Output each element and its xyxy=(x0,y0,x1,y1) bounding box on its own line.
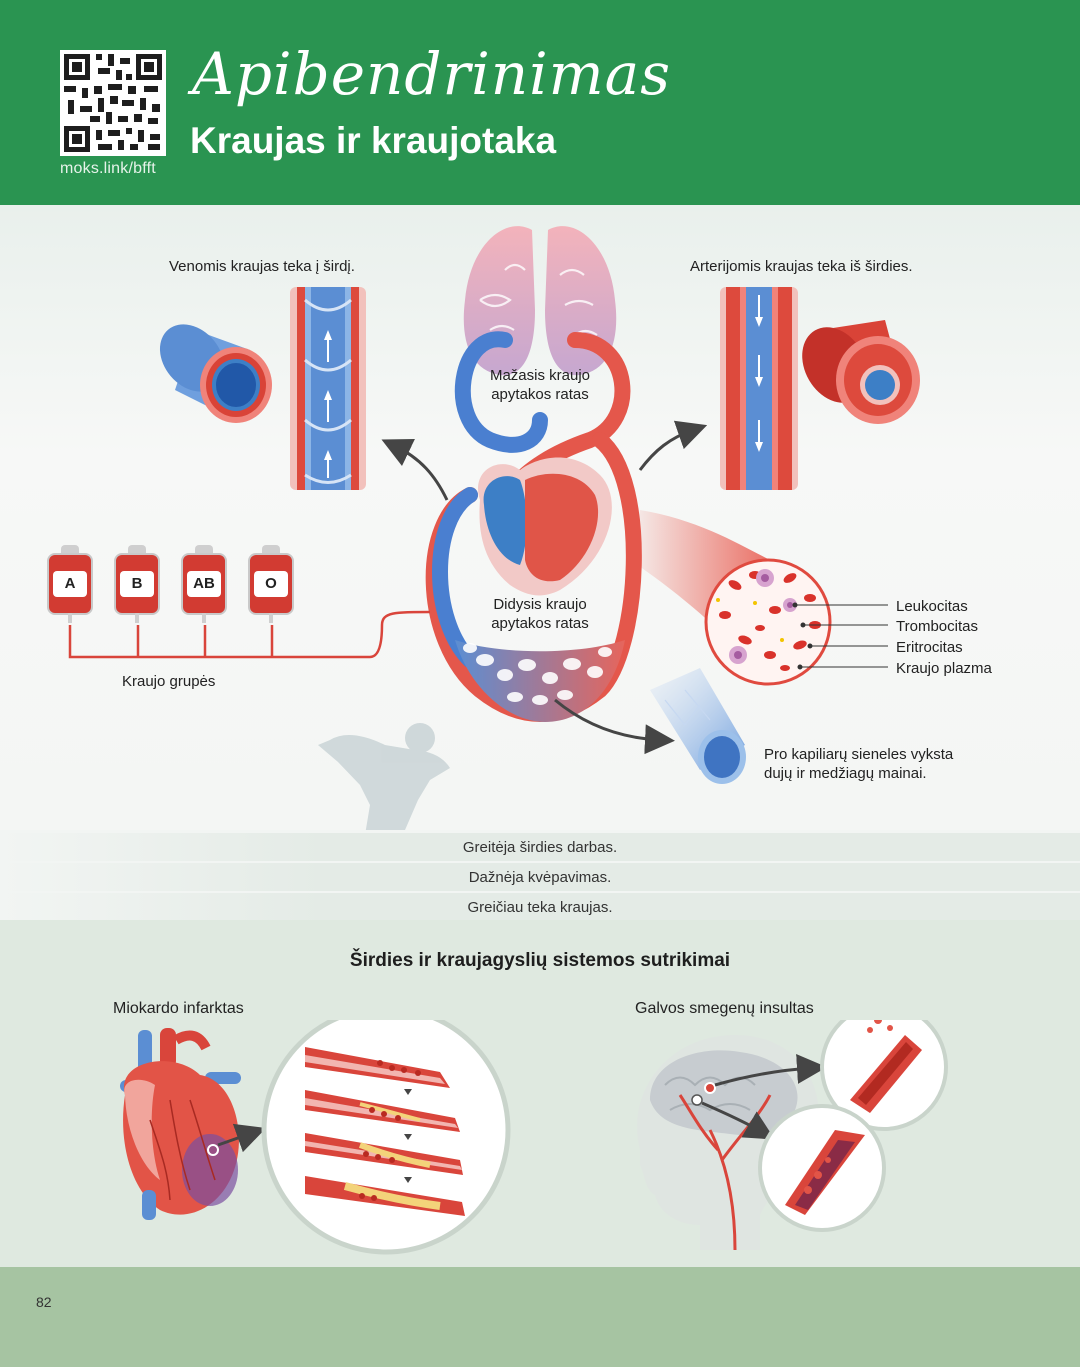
page-number: 82 xyxy=(36,1294,52,1310)
vein-longitudinal-section xyxy=(290,287,366,490)
page-subtitle: Kraujas ir kraujotaka xyxy=(190,120,557,161)
systemic-circulation-label: Didysis kraujo apytakos ratas xyxy=(470,595,610,633)
leukocyte-label: Leukocitas xyxy=(896,598,968,615)
circulation-illustration xyxy=(68,226,920,830)
systemic-label-line: apytakos ratas xyxy=(491,615,589,632)
lungs xyxy=(463,226,617,376)
veins-label: Venomis kraujas teka į širdį. xyxy=(169,258,355,275)
blood-component-leaders xyxy=(792,602,888,670)
erythrocyte-label: Eritrocitas xyxy=(896,639,963,656)
vein-cross-section xyxy=(159,324,272,423)
disorders-title: Širdies ir kraujagyslių sistemos sutriki… xyxy=(349,950,731,971)
pulmonary-label-line: Mažasis kraujo xyxy=(489,367,591,384)
stroke-label: Galvos smegenų insultas xyxy=(635,1000,814,1017)
qr-code-icon[interactable] xyxy=(60,50,166,156)
thrombocyte-label: Trombocitas xyxy=(896,618,978,635)
blood-group-label: A xyxy=(53,571,87,597)
page-footer xyxy=(0,1267,1080,1367)
capillary-label-line: Pro kapiliarų sieneles vyksta xyxy=(764,746,954,763)
page-header xyxy=(0,0,1080,205)
page-title: Apibendrinimas xyxy=(192,40,672,108)
pulmonary-label-line: apytakos ratas xyxy=(491,386,589,403)
capillary-label-line: dujų ir medžiagų mainai. xyxy=(764,765,927,782)
blood-bag-o: O xyxy=(248,545,294,623)
pulmonary-circulation-label: Mažasis kraujo apytakos ratas xyxy=(470,366,610,404)
systemic-label-line: Didysis kraujo xyxy=(493,596,587,613)
blood-bag-a: A xyxy=(47,545,93,623)
blood-groups-caption: Kraujo grupės xyxy=(122,673,216,690)
capillary-tube xyxy=(650,668,746,784)
blood-magnification xyxy=(630,510,832,686)
plasma-label: Kraujo plazma xyxy=(896,660,992,677)
heart-attack-label: Miokardo infarktas xyxy=(113,1000,244,1017)
effect-blood-flow: Greičiau teka kraujas. xyxy=(0,893,1080,921)
effect-breathing: Dažnėja kvėpavimas. xyxy=(0,863,1080,891)
artery-longitudinal-section xyxy=(720,287,798,490)
anatomical-heart xyxy=(120,1028,267,1220)
arteries-label: Arterijomis kraujas teka iš širdies. xyxy=(690,258,913,275)
blood-bag-b: B xyxy=(114,545,160,623)
effect-heart-rate: Greitėja širdies darbas. xyxy=(0,833,1080,861)
capillary-network xyxy=(455,640,625,722)
blood-group-label: AB xyxy=(187,571,221,597)
artery-cross-section xyxy=(802,320,920,424)
runner-silhouette xyxy=(318,723,450,830)
disorders-illustration xyxy=(120,1020,948,1255)
capillary-exchange-label: Pro kapiliarų sieneles vyksta dujų ir me… xyxy=(764,745,953,783)
stroke-hemorrhage-circle xyxy=(820,1020,948,1131)
blood-bag-ab: AB xyxy=(181,545,227,623)
pointer-arrows xyxy=(381,420,708,755)
qr-link-text[interactable]: moks.link/bfft xyxy=(60,160,156,177)
stroke-blockage-circle xyxy=(758,1104,886,1232)
blood-group-label: O xyxy=(254,571,288,597)
blood-group-tubing xyxy=(68,610,431,659)
heart-diagram xyxy=(478,457,612,596)
artery-plaque-magnification xyxy=(261,1020,511,1255)
head-with-brain xyxy=(637,1035,827,1251)
blood-group-label: B xyxy=(120,571,154,597)
